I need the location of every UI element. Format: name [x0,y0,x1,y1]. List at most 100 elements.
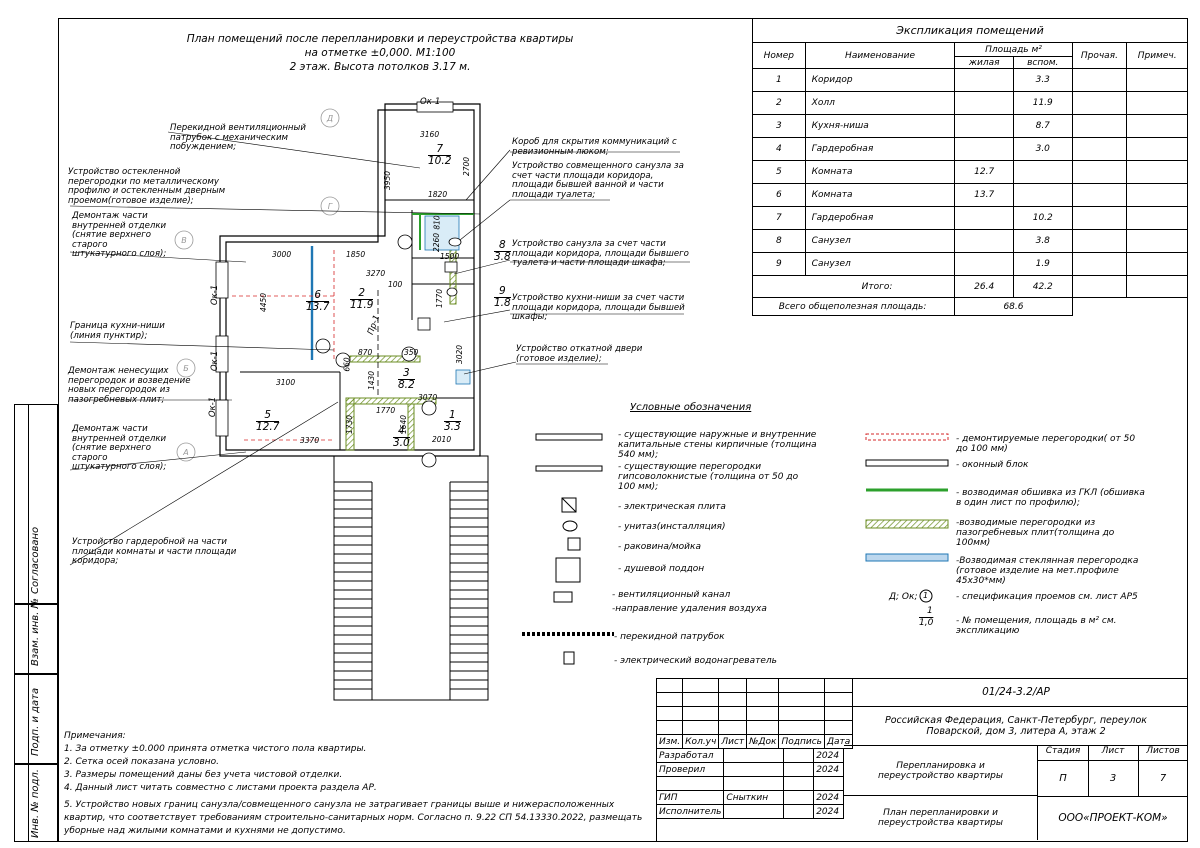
cell-o [1071,206,1128,230]
legend-title: Условные обозначения [630,402,752,413]
cell-n [1126,91,1188,115]
room-area: 13.7 [306,301,330,313]
cell-name: Санузел [804,229,956,253]
tb-sign [782,776,815,791]
demolished-partitions [232,250,335,441]
exterior-walls [219,103,481,457]
room-number: 8 [499,239,506,251]
legend-spec-num: 1 [923,591,929,600]
window-label-2: Ок-1 [210,350,221,372]
tb-header: №Док [746,734,780,749]
room-area: 11.9 [350,299,374,311]
note-line: 2. Сетка осей показана условно. [64,757,220,767]
sheets-label: Листов [1138,746,1188,761]
callout-sliding: Устройство откатной двери (готовое издел… [516,344,643,364]
cell-num: 9 [752,252,806,276]
cell-n [1126,206,1188,230]
room-number: 9 [499,285,506,297]
tb-date: 2024 [813,762,844,777]
notes: Примечания: 1. За отметку ±0.000 принята… [64,730,664,838]
dimension-label: 3160 [420,130,440,139]
tb-role [655,776,725,791]
cell-n [1126,137,1188,161]
col-note: Примеч. [1126,42,1188,69]
note-line: квартир, что соответствует требованиям с… [64,813,643,823]
legend-item: -возводимые перегородки из пазогребневых… [956,518,1115,548]
project-name: Перепланировка и переустройство квартиры [844,746,1038,796]
axis-letter: Б [183,364,189,373]
tb-sign [782,790,815,805]
dimension-label: 1430 [367,370,377,391]
room-number: 6 [314,289,322,301]
useful-value: 68.6 [954,297,1073,316]
tb-header: Лист [718,734,748,749]
door-markers [315,234,437,468]
callout-wardrobe: Устройство гардеробной на части площади … [72,537,237,566]
callout-kitchen-border: Граница кухни-ниши (линия пунктир); [70,321,165,341]
cell-n [1126,252,1188,276]
legend-item: - № помещения, площадь в м² см. эксплика… [956,616,1117,636]
tb-person [723,762,784,777]
col-name: Наименование [804,42,956,69]
room-number: 4 [398,425,405,437]
cell-living [954,206,1014,230]
tb-date: 2024 [813,804,844,819]
cell-n [1126,160,1188,184]
dimension-label: 3370 [300,436,320,445]
dimension-label: 1820 [428,190,448,199]
legend-item: - возводимая обшивка из ГКЛ (обшивка в о… [956,488,1145,508]
legend-symbols [522,433,949,665]
title-block-right: 01/24-3.2/АР Российская Федерация, Санкт… [844,678,1188,842]
explication-table: Экспликация помещений Номер Наименование… [751,18,1188,316]
legend-room-area: 1,0 [919,618,934,628]
note-line: 1. За отметку ±0.000 принята отметка чис… [64,744,367,754]
legend-item: - демонтируемые перегородки( от 50 до 10… [956,434,1136,454]
callout-wc8: Устройство санузла за счет части площади… [512,239,689,268]
cell-n [1126,229,1188,253]
window-label-4: Ок-1 [420,97,441,107]
dimension-label: 1850 [346,250,366,259]
note-line: 4. Данный лист читать совместно с листам… [64,783,377,793]
dimension-label: 3000 [272,250,292,259]
cell-num: 8 [752,229,806,253]
tb-sign [782,804,815,819]
dimension-label: 1770 [435,288,445,309]
callout-demont1: Демонтаж части внутренней отделки (сняти… [72,211,167,259]
callout-demont2: Демонтаж части внутренней отделки (сняти… [72,424,167,472]
tb-header: Подпись [778,734,825,749]
tb-role: Проверил [655,762,725,777]
note-line: 3. Размеры помещений даны без учета чист… [64,770,343,780]
legend-item: - унитаз(инсталляция) [618,522,726,532]
axis-letters: ДГ ВБА [181,114,333,457]
axis-letter: Г [328,202,333,211]
dimension-label: 100 [388,280,403,289]
room-number: 5 [264,409,272,421]
dimension-label: 2260 [432,232,442,253]
address: Российская Федерация, Санкт-Петербург, п… [844,706,1188,746]
room-area: 12.7 [256,421,280,433]
cell-o [1071,68,1128,92]
window-blocks [215,101,454,437]
tb-sign [782,762,815,777]
dimension-label: 4450 [259,292,269,313]
tb-person [723,748,784,763]
cell-num: 5 [752,160,806,184]
axis-letter: В [181,236,187,245]
room-area: 8.2 [398,379,415,391]
tb-role: Разработал [655,748,725,763]
legend-item: - вентиляционный канал [612,590,731,600]
staircase [333,455,489,701]
window-label-3: Ок-1 [208,396,219,418]
dimension-label: 1640 [399,414,409,435]
note-line: уборные над жилыми комнатами и кухнями н… [64,826,346,836]
dimension-label: 870 [358,348,373,357]
